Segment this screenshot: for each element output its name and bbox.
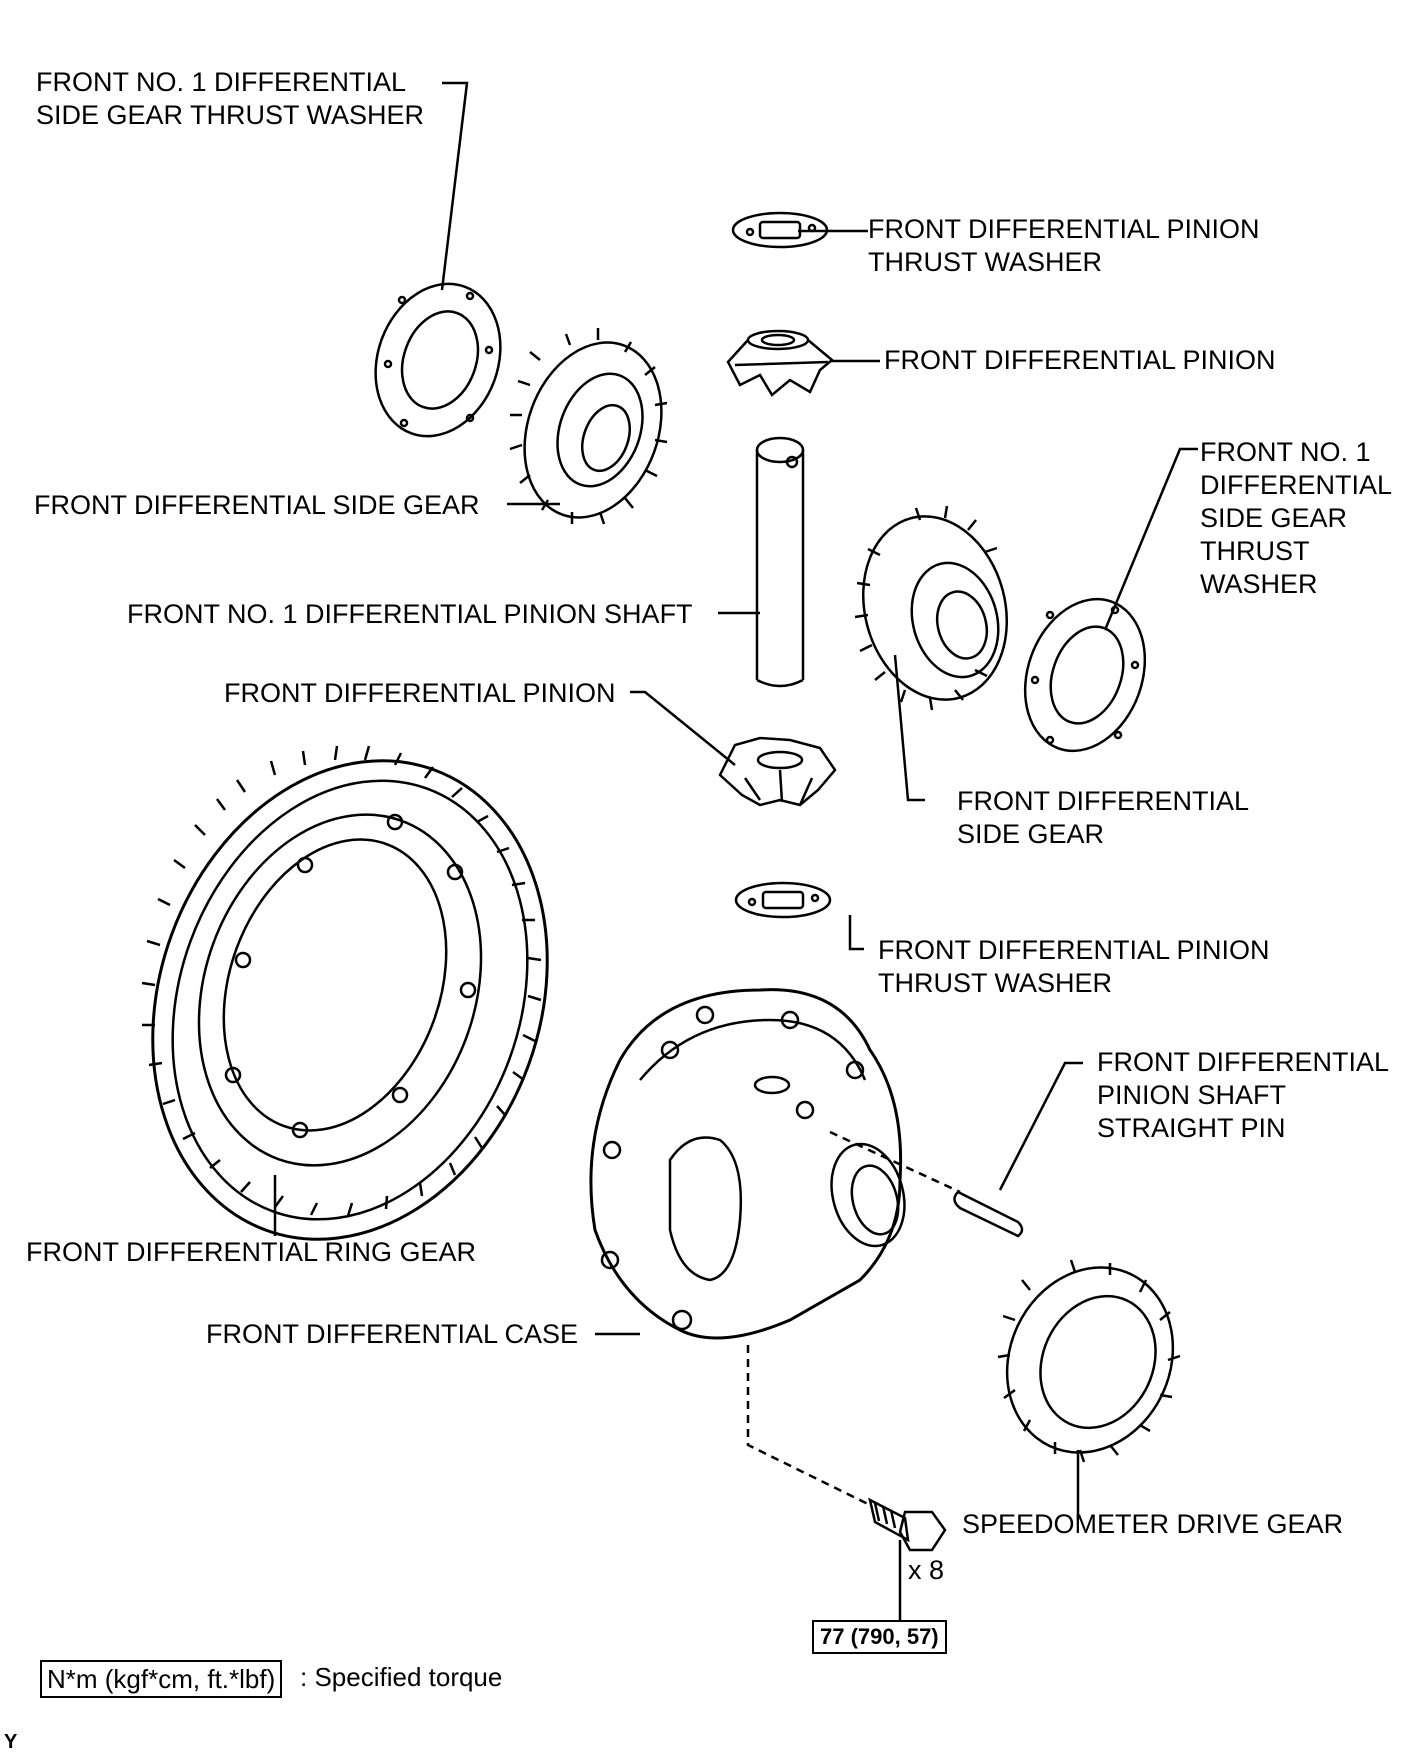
label-pinion-bottom: FRONT DIFFERENTIAL PINION xyxy=(224,678,616,708)
label-side-gear-left: FRONT DIFFERENTIAL SIDE GEAR xyxy=(34,490,480,520)
leader-lines xyxy=(273,81,1198,1620)
label-pinion-top: FRONT DIFFERENTIAL PINION xyxy=(884,345,1276,375)
label-speedometer-drive-gear: SPEEDOMETER DRIVE GEAR xyxy=(962,1509,1344,1539)
pinion-top-part xyxy=(726,329,834,397)
label-bolt-quantity: x 8 xyxy=(908,1555,945,1585)
ring-gear-part xyxy=(141,745,549,1241)
legend-unit-box: N*m (kgf*cm, ft.*lbf) xyxy=(40,1660,283,1698)
legend-description: : Specified torque xyxy=(300,1662,503,1692)
label-side-gear-thrust-washer-left: FRONT NO. 1 DIFFERENTIAL SIDE GEAR THRUS… xyxy=(36,67,425,130)
bolt-part xyxy=(868,1497,947,1552)
pinion-thrust-washer-bottom-part xyxy=(734,881,832,919)
label-differential-case: FRONT DIFFERENTIAL CASE xyxy=(206,1319,579,1349)
figure-code: Y xyxy=(4,1731,18,1753)
label-ring-gear: FRONT DIFFERENTIAL RING GEAR xyxy=(26,1237,477,1267)
side-gear-thrust-washer-right-part xyxy=(1023,597,1147,753)
label-side-gear-thrust-washer-right: FRONT NO. 1 DIFFERENTIAL SIDE GEAR THRUS… xyxy=(1200,437,1393,599)
differential-case-part xyxy=(589,988,906,1340)
speedometer-drive-gear-part xyxy=(997,1259,1181,1463)
label-side-gear-right: FRONT DIFFERENTIAL SIDE GEAR xyxy=(957,786,1250,849)
side-gear-thrust-washer-left-part xyxy=(374,282,502,438)
pinion-bottom-part xyxy=(718,736,837,807)
pinion-shaft-part xyxy=(755,436,805,688)
torque-value-box: 77 (790, 57) xyxy=(812,1620,947,1654)
pinion-thrust-washer-top-part xyxy=(731,211,829,249)
side-gear-right-part xyxy=(854,505,1009,711)
label-pinion-thrust-washer-bottom: FRONT DIFFERENTIAL PINION THRUST WASHER xyxy=(878,935,1270,998)
side-gear-left-part xyxy=(509,328,668,525)
label-pinion-thrust-washer-top: FRONT DIFFERENTIAL PINION THRUST WASHER xyxy=(868,214,1260,277)
straight-pin-part xyxy=(953,1190,1024,1238)
label-straight-pin: FRONT DIFFERENTIAL PINION SHAFT STRAIGHT… xyxy=(1097,1047,1390,1143)
label-pinion-shaft: FRONT NO. 1 DIFFERENTIAL PINION SHAFT xyxy=(127,599,693,629)
